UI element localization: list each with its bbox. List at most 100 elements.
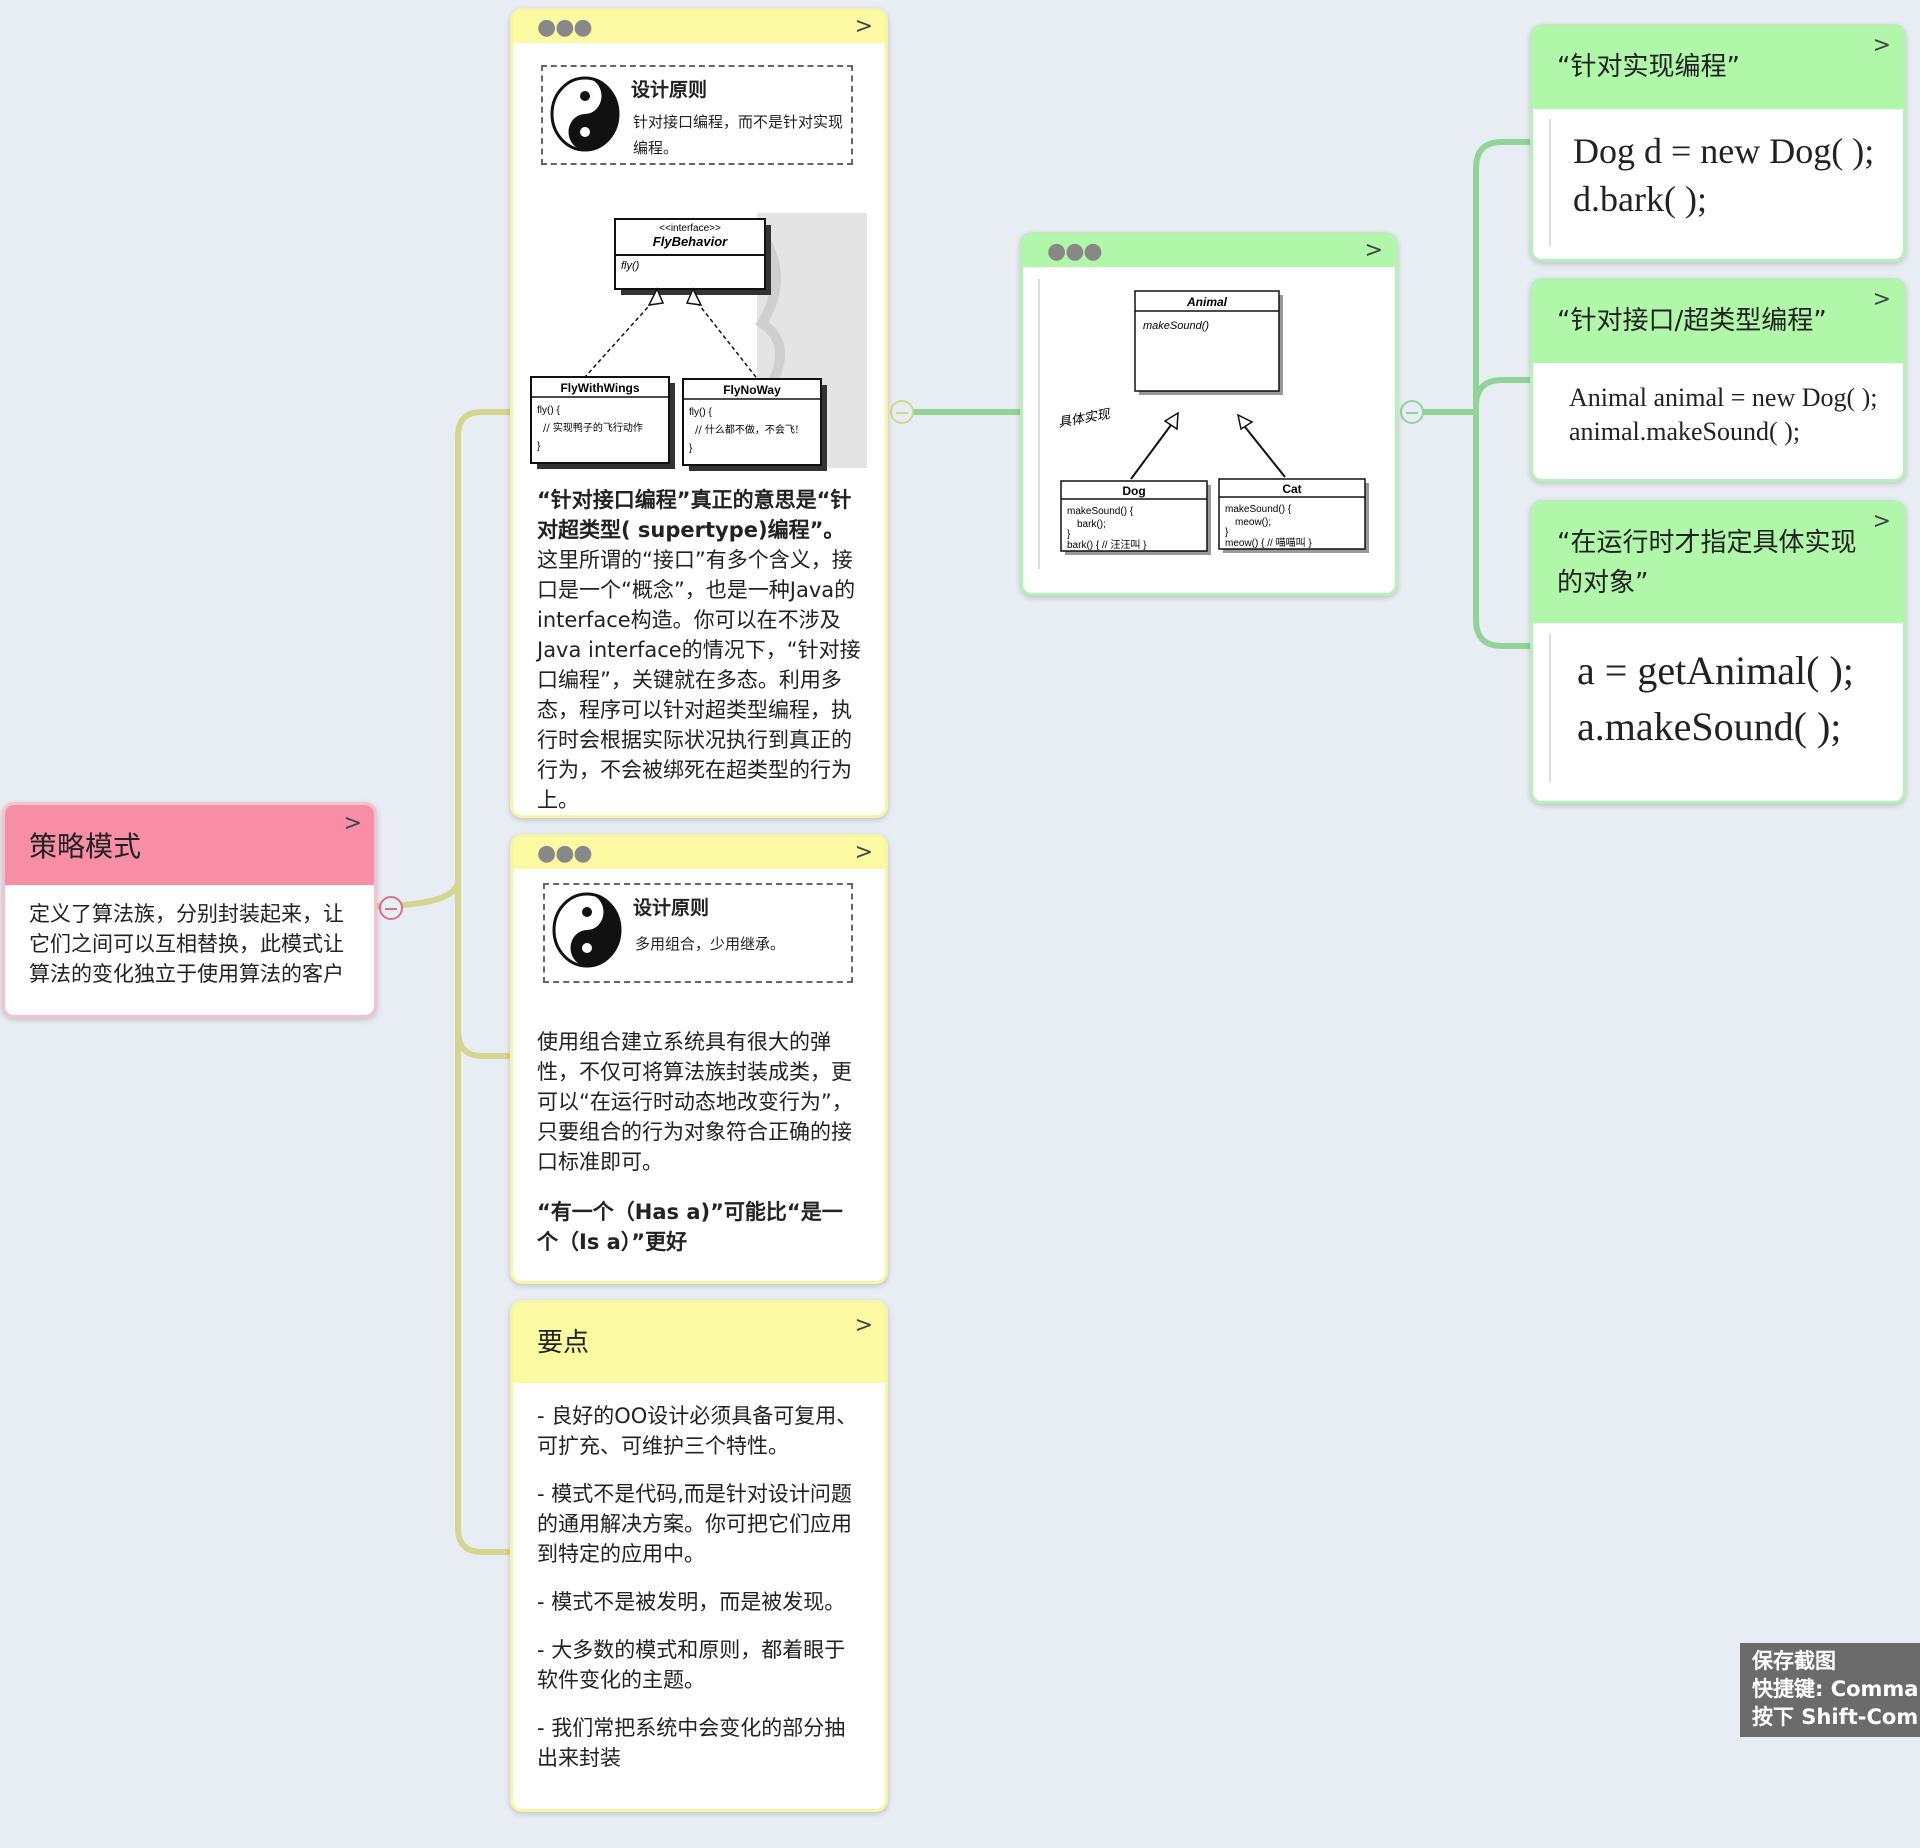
card-text: 这里所谓的“接口”有多个含义，接口是一个“概念”，也是一种Java的interf… bbox=[537, 548, 861, 812]
card-title: “针对接口/超类型编程” bbox=[1557, 306, 1827, 336]
principle-text: 多用组合，少用继承。 bbox=[635, 935, 786, 953]
toast-line: 保存截图 bbox=[1752, 1649, 1836, 1673]
uml-abstract-method: makeSound() bbox=[1143, 320, 1209, 332]
card-header: ●●● > bbox=[513, 11, 885, 43]
code-line: a = getAnimal( ); bbox=[1577, 648, 1854, 693]
root-node-header: 策略模式 > bbox=[5, 805, 374, 885]
principle-title: 设计原则 bbox=[631, 79, 708, 101]
uml-class-line: meow() { // 喵喵叫 } bbox=[1225, 537, 1312, 549]
program-to-implementation-card[interactable]: “针对实现编程” > Dog d = new Dog( ); d.bark( )… bbox=[1530, 24, 1906, 262]
key-point: - 大多数的模式和原则，都着眼于软件变化的主题。 bbox=[537, 1638, 846, 1692]
code-line: d.bark( ); bbox=[1573, 179, 1707, 219]
code-line: animal.makeSound( ); bbox=[1569, 417, 1801, 446]
code-line: a.makeSound( ); bbox=[1577, 704, 1842, 749]
key-point: - 模式不是代码,而是针对设计问题的通用解决方案。你可把它们应用到特定的应用中。 bbox=[537, 1482, 852, 1566]
uml-class-name: FlyWithWings bbox=[560, 381, 639, 395]
uml-handwritten-label: 具体实现 bbox=[1057, 406, 1113, 431]
uml-stereotype: <<interface>> bbox=[659, 223, 721, 234]
chevron-right-icon[interactable]: > bbox=[854, 840, 873, 865]
card-header: “在运行时才指定具体实现的对象” > bbox=[1533, 503, 1903, 623]
connector-root-card2 bbox=[455, 877, 513, 1059]
collapse-circle-icon[interactable] bbox=[379, 896, 403, 920]
uml-class-line: makeSound() { bbox=[1225, 504, 1292, 515]
principle-image: 设计原则 多用组合，少用继承。 bbox=[513, 883, 885, 1009]
key-point: - 模式不是被发明，而是被发现。 bbox=[537, 1590, 846, 1614]
principle-title: 设计原则 bbox=[633, 897, 710, 919]
key-points-card[interactable]: 要点 > - 良好的OO设计必须具备可复用、可扩充、可维护三个特性。 - 模式不… bbox=[510, 1300, 888, 1812]
chevron-right-icon[interactable]: > bbox=[854, 14, 873, 39]
uml-class-line: } bbox=[1225, 527, 1229, 538]
more-dots-icon[interactable]: ●●● bbox=[537, 841, 593, 866]
uml-class-line: meow(); bbox=[1235, 517, 1271, 528]
code-line: Animal animal = new Dog( ); bbox=[1569, 383, 1878, 412]
chevron-right-icon[interactable]: > bbox=[1872, 33, 1891, 58]
card-title: “针对实现编程” bbox=[1557, 52, 1740, 82]
root-node-card[interactable]: 策略模式 > 定义了算法族，分别封装起来，让它们之间可以互相替换，此模式让算法的… bbox=[2, 802, 377, 1018]
chevron-right-icon[interactable]: > bbox=[1872, 509, 1891, 534]
card-body: “针对接口编程”真正的意思是“针对超类型( supertype)编程”。 这里所… bbox=[513, 475, 885, 815]
connector-right3 bbox=[1473, 409, 1537, 649]
principle-text: 针对接口编程，而不是针对实现编程。 bbox=[633, 113, 844, 157]
card-header: ●●● > bbox=[1023, 235, 1395, 267]
program-to-interface-card[interactable]: “针对接口/超类型编程” > Animal animal = new Dog( … bbox=[1530, 278, 1906, 482]
uml-interface-method: fly() bbox=[621, 260, 640, 272]
connector-root-card3 bbox=[455, 1027, 513, 1555]
card-header: 要点 > bbox=[513, 1303, 885, 1383]
animal-uml-card[interactable]: ●●● > Animal makeSound() 具体实现 Dog makeSo… bbox=[1020, 232, 1398, 596]
key-point: - 我们常把系统中会变化的部分抽出来封装 bbox=[537, 1716, 846, 1770]
chevron-right-icon[interactable]: > bbox=[1872, 287, 1891, 312]
connector-root-card1 bbox=[369, 409, 513, 909]
card-bold-text: “针对接口编程”真正的意思是“针对超类型( supertype)编程”。 bbox=[537, 488, 852, 542]
card-title: 要点 bbox=[537, 1328, 590, 1358]
chevron-right-icon[interactable]: > bbox=[1364, 238, 1383, 263]
animal-uml-diagram: Animal makeSound() 具体实现 Dog makeSound() … bbox=[1038, 279, 1369, 569]
card-header: “针对接口/超类型编程” > bbox=[1533, 281, 1903, 363]
collapse-circle-icon[interactable] bbox=[1400, 400, 1424, 424]
card-header: ●●● > bbox=[513, 837, 885, 869]
uml-class-line: } bbox=[1067, 529, 1071, 540]
code-snippet: Animal animal = new Dog( ); animal.makeS… bbox=[1533, 363, 1903, 479]
card-body: - 良好的OO设计必须具备可复用、可扩充、可维护三个特性。 - 模式不是代码,而… bbox=[513, 1383, 885, 1801]
key-point: - 良好的OO设计必须具备可复用、可扩充、可维护三个特性。 bbox=[537, 1404, 858, 1458]
uml-class-line: // 实现鸭子的飞行动作 bbox=[543, 421, 643, 434]
uml-class-line: } bbox=[537, 441, 541, 452]
uml-class-line: fly() { bbox=[537, 405, 560, 416]
uml-class-line: makeSound() { bbox=[1067, 506, 1134, 517]
principle-card-interface[interactable]: ●●● > 设计原则 针对接口编程，而不是针对实现编程。 <<interface… bbox=[510, 8, 888, 818]
uml-class-line: fly() { bbox=[689, 407, 712, 418]
chevron-right-icon[interactable]: > bbox=[854, 1313, 873, 1338]
uml-class-line: bark() { // 汪汪叫 } bbox=[1067, 539, 1147, 551]
connector-right2 bbox=[1473, 377, 1537, 415]
yin-yang-icon bbox=[550, 76, 620, 152]
toast-line: 按下 Shift-Comm bbox=[1752, 1705, 1920, 1729]
chevron-right-icon[interactable]: > bbox=[343, 811, 362, 836]
root-node-body: 定义了算法族，分别封装起来，让它们之间可以互相替换，此模式让算法的变化独立于使用… bbox=[29, 902, 344, 986]
card-text: 使用组合建立系统具有很大的弹性，不仅可将算法族封装成类，更可以“在运行时动态地改… bbox=[537, 1030, 853, 1174]
screenshot-toast[interactable]: 保存截图 快捷键: Comman 按下 Shift-Comm bbox=[1740, 1643, 1920, 1737]
uml-class-line: } bbox=[689, 443, 693, 454]
uml-abstract-name: Animal bbox=[1186, 295, 1228, 309]
more-dots-icon[interactable]: ●●● bbox=[537, 15, 593, 40]
card-header: “针对实现编程” > bbox=[1533, 27, 1903, 109]
collapse-circle-icon[interactable] bbox=[890, 400, 914, 424]
yin-yang-icon bbox=[552, 892, 622, 968]
more-dots-icon[interactable]: ●●● bbox=[1047, 239, 1103, 264]
runtime-object-card[interactable]: “在运行时才指定具体实现的对象” > a = getAnimal( ); a.m… bbox=[1530, 500, 1906, 804]
uml-interface-name: FlyBehavior bbox=[653, 234, 728, 249]
uml-class-name: FlyNoWay bbox=[723, 383, 781, 397]
root-node-title: 策略模式 bbox=[29, 830, 142, 863]
card-title: “在运行时才指定具体实现的对象” bbox=[1557, 528, 1857, 598]
fly-behavior-uml-diagram: <<interface>> FlyBehavior fly() FlyWithW… bbox=[530, 213, 867, 471]
code-snippet: Dog d = new Dog( ); d.bark( ); bbox=[1533, 109, 1903, 257]
uml-class-name: Cat bbox=[1282, 482, 1301, 496]
code-snippet: a = getAnimal( ); a.makeSound( ); bbox=[1533, 623, 1903, 793]
design-principle-box: 设计原则 针对接口编程，而不是针对实现编程。 bbox=[541, 65, 853, 165]
uml-class-name: Dog bbox=[1122, 484, 1145, 498]
connector-right1 bbox=[1473, 139, 1537, 415]
principle-card-composition[interactable]: ●●● > 设计原则 多用组合，少用继承。 使用组合建立系统具有很大的弹性，不仅… bbox=[510, 834, 888, 1284]
principle-image: 设计原则 针对接口编程，而不是针对实现编程。 <<interface>> Fly… bbox=[513, 65, 885, 475]
code-line: Dog d = new Dog( ); bbox=[1573, 131, 1875, 171]
design-principle-box: 设计原则 多用组合，少用继承。 bbox=[543, 883, 853, 983]
uml-class-line: // 什么都不做，不会飞! bbox=[695, 423, 799, 436]
